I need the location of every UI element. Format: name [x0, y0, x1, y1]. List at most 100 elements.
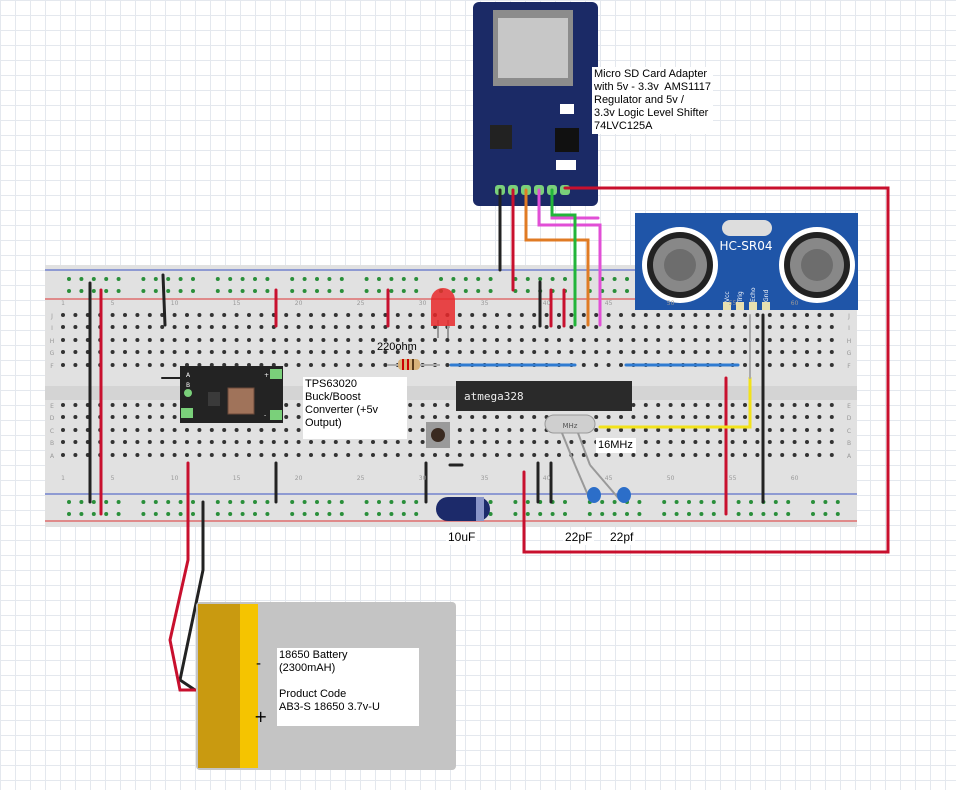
breadboard-hole[interactable]	[643, 403, 648, 407]
breadboard-hole[interactable]	[668, 325, 673, 329]
breadboard-hole[interactable]	[247, 313, 251, 317]
breadboard-hole[interactable]	[296, 313, 301, 317]
breadboard-hole[interactable]	[780, 363, 785, 367]
breadboard-hole[interactable]	[110, 403, 115, 407]
rail-hole[interactable]	[228, 277, 233, 281]
breadboard-hole[interactable]	[482, 313, 487, 317]
breadboard-hole[interactable]	[209, 350, 214, 354]
breadboard-hole[interactable]	[395, 453, 400, 457]
rail-hole[interactable]	[364, 277, 369, 281]
breadboard-hole[interactable]	[507, 440, 512, 444]
breadboard-hole[interactable]	[681, 440, 685, 444]
breadboard-hole[interactable]	[631, 403, 636, 407]
breadboard-hole[interactable]	[110, 325, 115, 329]
breadboard-hole[interactable]	[681, 415, 685, 419]
breadboard-hole[interactable]	[743, 313, 747, 317]
breadboard-hole[interactable]	[817, 325, 822, 329]
breadboard-hole[interactable]	[557, 325, 561, 329]
breadboard-hole[interactable]	[457, 428, 462, 432]
breadboard-hole[interactable]	[110, 350, 115, 354]
breadboard-hole[interactable]	[333, 350, 338, 354]
breadboard-hole[interactable]	[247, 325, 251, 329]
breadboard-hole[interactable]	[197, 440, 202, 444]
breadboard-hole[interactable]	[619, 415, 623, 419]
breadboard-hole[interactable]	[507, 415, 512, 419]
rail-hole[interactable]	[104, 500, 109, 504]
breadboard-hole[interactable]	[321, 325, 326, 329]
breadboard-hole[interactable]	[135, 453, 140, 457]
breadboard-hole[interactable]	[544, 350, 549, 354]
breadboard-hole[interactable]	[197, 325, 202, 329]
breadboard-hole[interactable]	[730, 403, 735, 407]
rail-hole[interactable]	[699, 512, 704, 516]
breadboard-hole[interactable]	[668, 415, 673, 419]
rail-hole[interactable]	[377, 500, 381, 504]
breadboard-hole[interactable]	[160, 350, 165, 354]
rail-hole[interactable]	[377, 289, 381, 293]
breadboard-hole[interactable]	[222, 313, 227, 317]
breadboard-hole[interactable]	[147, 325, 152, 329]
breadboard-hole[interactable]	[395, 440, 400, 444]
rail-hole[interactable]	[401, 512, 406, 516]
rail-hole[interactable]	[587, 512, 592, 516]
breadboard-hole[interactable]	[767, 440, 772, 444]
rail-hole[interactable]	[215, 512, 220, 516]
rail-hole[interactable]	[488, 289, 493, 293]
breadboard-hole[interactable]	[780, 338, 785, 342]
breadboard-hole[interactable]	[259, 338, 264, 342]
breadboard-hole[interactable]	[829, 363, 834, 367]
breadboard-hole[interactable]	[743, 363, 747, 367]
rail-hole[interactable]	[414, 289, 419, 293]
rail-hole[interactable]	[327, 500, 332, 504]
breadboard-hole[interactable]	[284, 350, 289, 354]
rail-hole[interactable]	[637, 512, 642, 516]
breadboard-hole[interactable]	[817, 453, 822, 457]
rail-hole[interactable]	[240, 500, 245, 504]
breadboard-hole[interactable]	[705, 338, 710, 342]
breadboard-hole[interactable]	[569, 440, 574, 444]
rail-hole[interactable]	[736, 512, 741, 516]
breadboard-hole[interactable]	[284, 428, 289, 432]
breadboard-hole[interactable]	[445, 403, 450, 407]
rail-hole[interactable]	[228, 512, 233, 516]
rail-hole[interactable]	[327, 277, 332, 281]
breadboard-hole[interactable]	[284, 313, 289, 317]
breadboard-hole[interactable]	[507, 338, 512, 342]
rail-hole[interactable]	[339, 500, 344, 504]
breadboard-hole[interactable]	[755, 363, 760, 367]
breadboard-hole[interactable]	[718, 403, 723, 407]
breadboard-hole[interactable]	[457, 453, 462, 457]
rail-hole[interactable]	[612, 512, 617, 516]
breadboard-hole[interactable]	[668, 403, 673, 407]
breadboard-hole[interactable]	[532, 338, 537, 342]
breadboard-hole[interactable]	[73, 313, 78, 317]
breadboard-hole[interactable]	[519, 350, 524, 354]
breadboard-hole[interactable]	[420, 313, 425, 317]
rail-hole[interactable]	[550, 512, 555, 516]
rail-hole[interactable]	[153, 500, 158, 504]
breadboard-hole[interactable]	[495, 428, 499, 432]
breadboard-hole[interactable]	[805, 440, 809, 444]
breadboard-hole[interactable]	[482, 415, 487, 419]
rail-hole[interactable]	[339, 277, 344, 281]
breadboard-hole[interactable]	[321, 313, 326, 317]
breadboard-hole[interactable]	[507, 313, 512, 317]
rail-hole[interactable]	[389, 289, 394, 293]
rail-hole[interactable]	[79, 277, 84, 281]
rail-hole[interactable]	[761, 512, 766, 516]
breadboard-hole[interactable]	[172, 313, 177, 317]
breadboard-hole[interactable]	[755, 403, 760, 407]
breadboard-hole[interactable]	[470, 313, 475, 317]
breadboard-hole[interactable]	[259, 428, 264, 432]
breadboard-hole[interactable]	[433, 338, 437, 342]
breadboard-hole[interactable]	[805, 428, 809, 432]
breadboard-hole[interactable]	[643, 440, 648, 444]
breadboard-hole[interactable]	[433, 350, 437, 354]
breadboard-hole[interactable]	[519, 313, 524, 317]
breadboard-hole[interactable]	[147, 453, 152, 457]
breadboard-hole[interactable]	[829, 428, 834, 432]
breadboard-hole[interactable]	[346, 440, 351, 444]
rail-hole[interactable]	[811, 500, 815, 504]
breadboard-hole[interactable]	[519, 440, 524, 444]
breadboard-hole[interactable]	[643, 338, 648, 342]
